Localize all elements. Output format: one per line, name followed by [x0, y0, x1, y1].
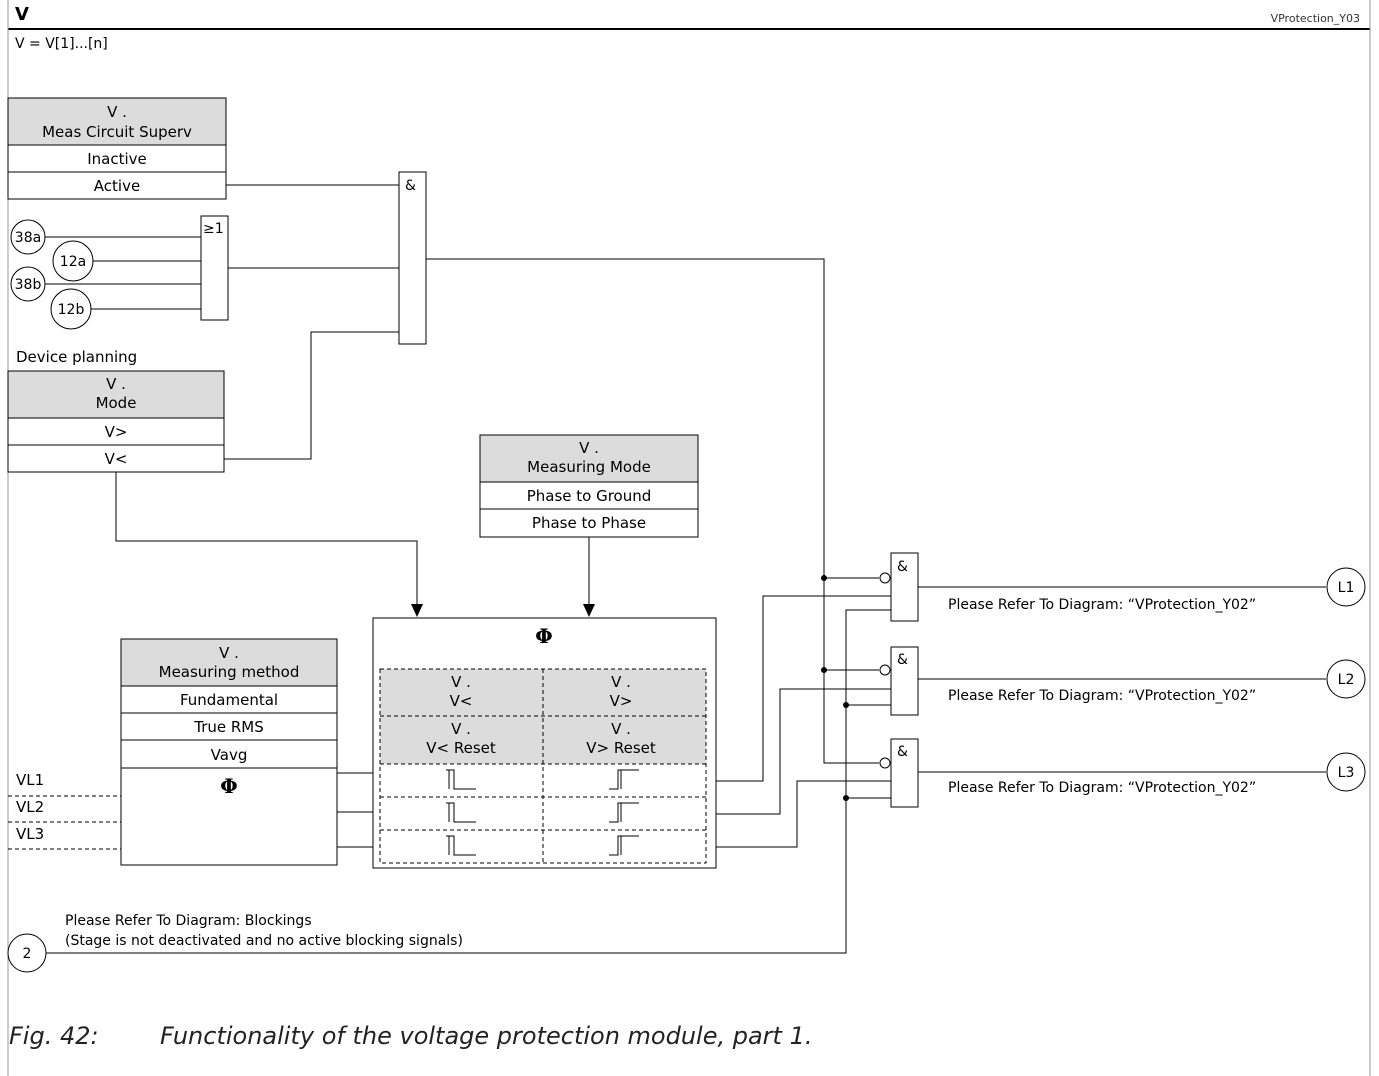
- input-vl1: VL1: [16, 771, 44, 789]
- or-input-12b: 12b: [50, 288, 92, 330]
- wire-th-l1: [716, 595, 891, 782]
- wire-blocking-bus: [46, 609, 891, 954]
- wire-and-main-bus: [426, 258, 879, 764]
- connector-l2: L2: [1326, 659, 1366, 699]
- overvoltage-hysteresis-icon: [609, 769, 639, 790]
- mode-option-vgt: V>: [105, 423, 128, 441]
- method-option-vavg: Vavg: [211, 746, 248, 764]
- and-gate-l3: &: [879, 738, 919, 808]
- or-input-12a-label: 12a: [60, 254, 86, 270]
- input-vl2: VL2: [16, 798, 44, 816]
- method-option-truerms: True RMS: [193, 718, 264, 736]
- and-gate-l2: &: [879, 646, 919, 716]
- overvoltage-hysteresis-icon: [609, 802, 639, 823]
- or-gate-symbol: ≥1: [203, 221, 224, 237]
- mode-title-1: V .: [106, 375, 126, 393]
- blocking-text-2: (Stage is not deactivated and no active …: [65, 933, 463, 949]
- and-gate-l3-symbol: &: [897, 744, 908, 760]
- or-input-12b-label: 12b: [58, 302, 85, 318]
- and-gate-main-symbol: &: [405, 178, 416, 194]
- or-input-38b-label: 38b: [15, 277, 42, 293]
- measmode-title-1: V .: [579, 439, 599, 457]
- or-input-38a-label: 38a: [15, 230, 41, 246]
- connector-l3: L3: [1326, 752, 1366, 792]
- connector-blocking-label: 2: [23, 946, 32, 962]
- page-title: V: [15, 4, 29, 25]
- or-input-12a: 12a: [52, 240, 94, 282]
- junction-dot: [821, 667, 827, 673]
- th-vgt-1: V .: [611, 673, 631, 691]
- mcs-title-1: V .: [107, 103, 127, 121]
- and-gate-l1: &: [879, 552, 919, 622]
- measmode-title-2: Measuring Mode: [527, 458, 651, 476]
- arrow-measmode: [583, 604, 595, 617]
- mode-option-vlt: V<: [105, 450, 128, 468]
- wire-vlt-to-and: [224, 331, 399, 460]
- wire-mode-to-threshold: [115, 472, 418, 610]
- figure-number: Fig. 42:: [9, 1022, 99, 1050]
- undervoltage-hysteresis-icon: [446, 802, 476, 823]
- method-title-2: Measuring method: [159, 663, 300, 681]
- undervoltage-hysteresis-icon: [446, 835, 476, 856]
- overvoltage-hysteresis-icon: [609, 835, 639, 856]
- mode-block: V . Mode V> V<: [7, 370, 225, 473]
- method-phi-symbol: Φ: [220, 774, 237, 798]
- wire-th-l2: [716, 688, 891, 815]
- output-l1-text: Please Refer To Diagram: “VProtection_Y0…: [948, 597, 1256, 613]
- junction-dot: [821, 575, 827, 581]
- method-option-fundamental: Fundamental: [180, 691, 278, 709]
- th-vgt-reset-2: V> Reset: [586, 739, 656, 757]
- th-vlt-reset-2: V< Reset: [426, 739, 496, 757]
- junction-dot: [843, 702, 849, 708]
- mcs-option-inactive: Inactive: [87, 150, 147, 168]
- th-vlt-1: V .: [451, 673, 471, 691]
- th-vlt-2: V<: [450, 692, 473, 710]
- measmode-option-ptg: Phase to Ground: [527, 487, 652, 505]
- wire-th-l3: [716, 780, 891, 848]
- meas-circuit-superv-block: V . Meas Circuit Superv Inactive Active: [7, 97, 227, 200]
- and-gate-main: &: [398, 171, 427, 345]
- connector-l3-label: L3: [1338, 765, 1355, 781]
- output-l2-text: Please Refer To Diagram: “VProtection_Y0…: [948, 688, 1256, 704]
- junction-dot: [843, 795, 849, 801]
- connector-blocking: 2: [7, 933, 47, 973]
- module-range: V = V[1]...[n]: [15, 36, 108, 52]
- or-gate: ≥1: [200, 215, 229, 321]
- measuring-mode-block: V . Measuring Mode Phase to Ground Phase…: [479, 434, 699, 538]
- mcs-option-active: Active: [94, 177, 140, 195]
- or-input-38b: 38b: [10, 266, 46, 302]
- blocking-text-1: Please Refer To Diagram: Blockings: [65, 913, 312, 929]
- arrow-mode: [411, 604, 423, 617]
- th-vlt-reset-1: V .: [451, 720, 471, 738]
- threshold-phi-symbol: Φ: [535, 624, 552, 648]
- or-input-38a: 38a: [10, 219, 46, 255]
- and-gate-l2-symbol: &: [897, 652, 908, 668]
- undervoltage-hysteresis-icon: [446, 769, 476, 790]
- threshold-block: Φ V . V< V . V> V . V< Reset V . V> Rese…: [372, 617, 717, 869]
- connector-l2-label: L2: [1338, 672, 1355, 688]
- mode-title-2: Mode: [96, 394, 137, 412]
- figure-caption: Functionality of the voltage protection …: [160, 1022, 813, 1050]
- output-l3-text: Please Refer To Diagram: “VProtection_Y0…: [948, 780, 1256, 796]
- mcs-title-2: Meas Circuit Superv: [42, 123, 192, 141]
- method-title-1: V .: [219, 644, 239, 662]
- diagram-id: VProtection_Y03: [1271, 12, 1360, 25]
- measuring-method-block: V . Measuring method Fundamental True RM…: [120, 638, 338, 866]
- device-planning-label: Device planning: [16, 348, 137, 366]
- and-gate-l1-symbol: &: [897, 559, 908, 575]
- measmode-option-ptp: Phase to Phase: [532, 514, 646, 532]
- connector-l1: L1: [1326, 567, 1366, 607]
- th-vgt-2: V>: [610, 692, 633, 710]
- th-vgt-reset-1: V .: [611, 720, 631, 738]
- connector-l1-label: L1: [1338, 580, 1355, 596]
- input-vl3: VL3: [16, 825, 44, 843]
